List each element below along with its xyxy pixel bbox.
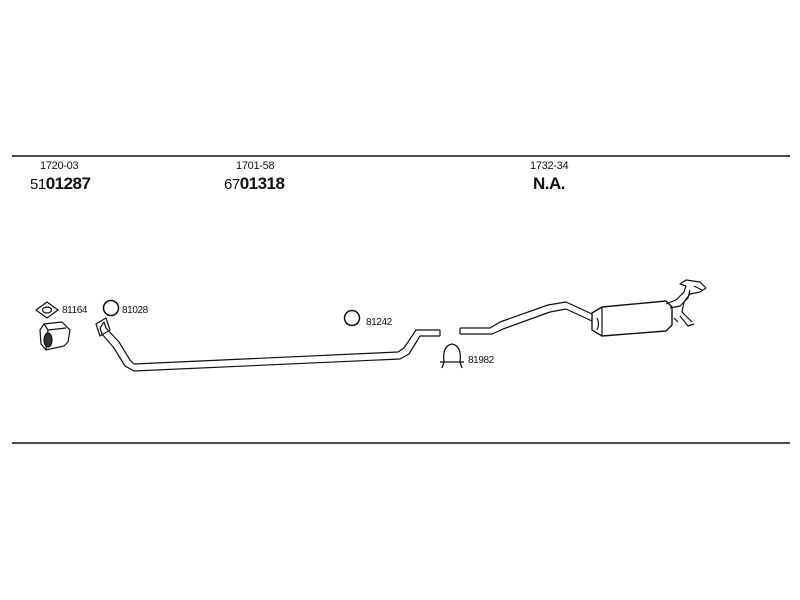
ring-part-label: 81028 <box>122 305 148 316</box>
ring-part-label: 81242 <box>366 317 392 328</box>
part-number-main: 01318 <box>239 174 285 193</box>
section-part-number: 6701318 <box>224 174 285 194</box>
section-code: 1732-34 <box>530 160 569 172</box>
front-pipe <box>95 317 441 372</box>
ring-icon <box>102 299 120 317</box>
part-number-prefix: 51 <box>30 176 46 193</box>
clamp-icon <box>440 343 464 369</box>
section-part-number: 5101287 <box>30 174 91 194</box>
part-number-main: N.A. <box>533 174 566 193</box>
section-part-number: N.A. <box>533 174 566 194</box>
part-number-main: 01287 <box>45 174 91 193</box>
clamp-part-label: 81982 <box>468 355 494 366</box>
rear-pipe <box>459 279 707 337</box>
gasket-icon <box>34 301 60 319</box>
gasket-part-label: 81164 <box>62 305 88 316</box>
converter-icon <box>39 321 71 351</box>
section-code: 1720-03 <box>40 160 79 172</box>
section-code: 1701-58 <box>236 160 275 172</box>
part-number-prefix: 67 <box>224 176 240 193</box>
ring-icon <box>343 309 361 327</box>
